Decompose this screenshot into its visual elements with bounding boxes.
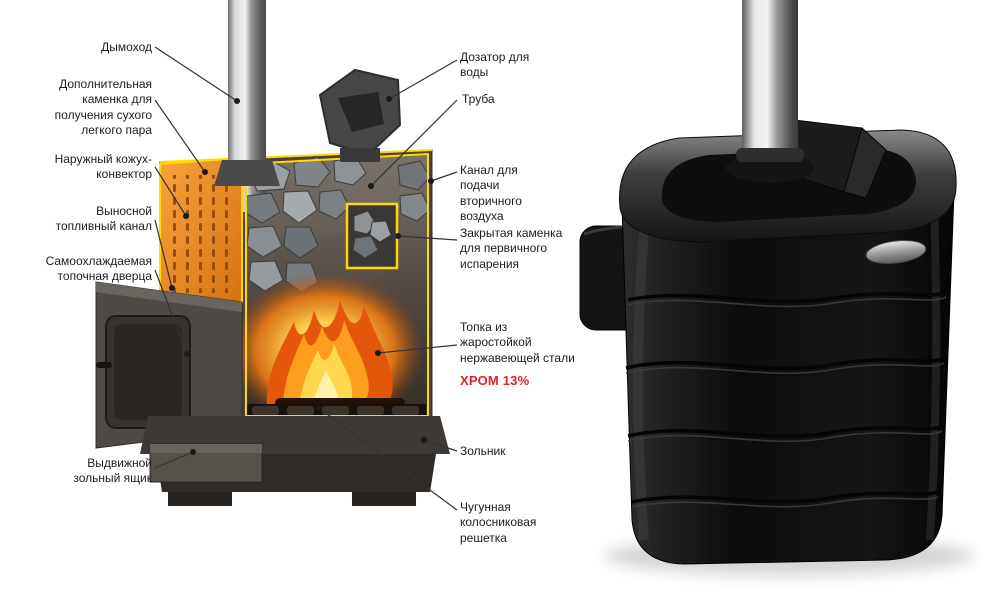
fire [225,272,425,428]
label-chimney: Дымоход [101,40,152,54]
label-firebox-steel-text: Топка из жаростойкой нержавеющей стали [460,320,575,365]
base [140,416,450,506]
chrome-13-note: ХРОМ 13% [460,373,530,389]
label-fuel-channel: Выносной топливный канал [55,204,152,234]
water-dispenser [318,68,402,162]
brand-badge [865,239,927,265]
label-firebox-door: Самоохлаждаемая топочная дверца [45,254,152,284]
stove-photo-illustration [579,0,974,576]
label-closed-kamenka: Закрытая каменка для первичного испарени… [460,226,563,271]
label-extra-stones: Дополнительная каменка для получения сух… [54,77,152,138]
label-ash-pan: Зольник [460,444,506,458]
label-water-dispenser: Дозатор для воды [460,50,530,80]
label-ash-box: Выдвижной зольный ящик [73,456,152,486]
closed-kamenka [345,202,399,270]
photo-chimney-pipe [726,0,814,183]
door-handle [96,362,112,368]
label-firebox-steel: Топка из жаростойкой нержавеющей стали Х… [460,320,575,390]
label-secondary-air-channel: Канал для подачи вторичного воздуха [460,163,522,224]
body-ribs [625,290,947,508]
label-convector-casing: Наружный кожух-конвектор [54,152,152,182]
label-cast-iron-grate: Чугунная колосниковая решетка [460,500,537,545]
label-pipe: Труба [462,92,495,106]
